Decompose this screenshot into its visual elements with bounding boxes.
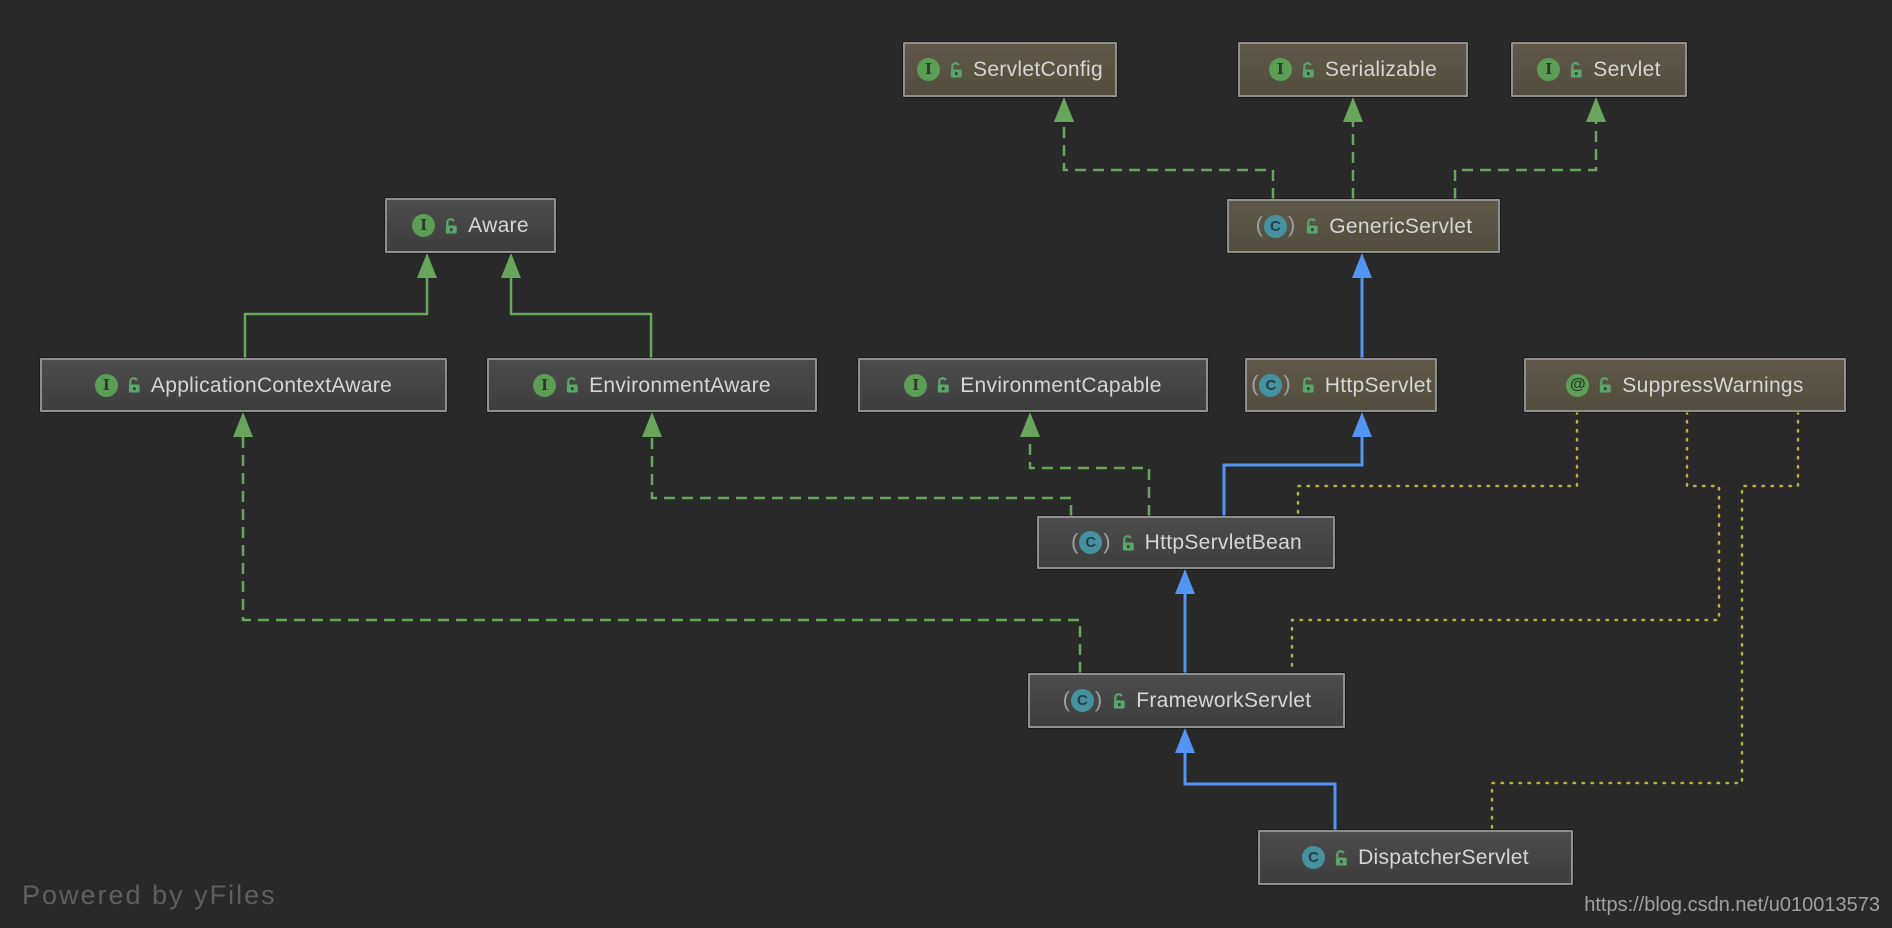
node-http-servlet-bean[interactable]: (C) HttpServletBean: [1037, 516, 1335, 569]
node-label: HttpServlet: [1324, 373, 1432, 397]
node-environment-capable[interactable]: I EnvironmentCapable: [858, 358, 1208, 412]
arrowhead: [1352, 253, 1372, 278]
lock-icon: [446, 217, 457, 233]
node-label: EnvironmentCapable: [960, 373, 1162, 397]
lock-icon: [128, 377, 140, 393]
abstract-class-icon: (C): [1255, 212, 1296, 238]
arrowhead: [1175, 569, 1195, 594]
lock-icon: [1302, 61, 1314, 77]
arrowhead: [642, 412, 662, 437]
node-label: ServletConfig: [973, 58, 1103, 81]
node-dispatcher-servlet[interactable]: C DispatcherServlet: [1258, 830, 1573, 885]
interface-icon: I: [917, 58, 941, 81]
edge-gs-implements-servlet: [1453, 122, 1598, 199]
node-aware[interactable]: I Aware: [385, 198, 556, 253]
lock-icon: [1307, 218, 1318, 234]
node-suppress-warnings[interactable]: @ SuppressWarnings: [1524, 358, 1846, 412]
arrowhead: [1343, 97, 1363, 122]
edge-hsb-implements-ea: [650, 437, 1073, 516]
arrowhead: [1175, 728, 1195, 753]
powered-by-yfiles-link[interactable]: Powered by yFiles: [22, 880, 277, 910]
class-icon: C: [1302, 846, 1326, 869]
interface-icon: I: [533, 373, 557, 397]
node-http-servlet[interactable]: (C) HttpServlet: [1245, 358, 1437, 412]
edge-sw-annotates-ds: [1490, 410, 1800, 832]
csdn-url-watermark: https://blog.csdn.net/u010013573: [1584, 894, 1880, 916]
edge-fs-implements-aca: [241, 437, 1082, 673]
edge-hsb-implements-ec: [1028, 437, 1151, 516]
node-label: SuppressWarnings: [1622, 373, 1804, 397]
interface-icon: I: [1268, 58, 1292, 81]
edge-ds-extends-fs: [1183, 753, 1337, 830]
lock-icon: [1571, 61, 1582, 77]
node-environment-aware[interactable]: I EnvironmentAware: [487, 358, 817, 412]
lock-icon: [1302, 377, 1314, 393]
node-label: Aware: [468, 214, 529, 237]
edge-hsb-extends-hs: [1222, 437, 1364, 516]
lock-icon: [1122, 534, 1134, 550]
abstract-class-icon: (C): [1251, 371, 1291, 397]
abstract-class-icon: (C): [1062, 686, 1103, 712]
node-generic-servlet[interactable]: (C) GenericServlet: [1227, 199, 1500, 253]
abstract-class-icon: (C): [1070, 528, 1111, 554]
node-label: DispatcherServlet: [1358, 846, 1529, 869]
node-label: FrameworkServlet: [1136, 689, 1312, 712]
arrowhead: [1586, 97, 1606, 122]
lock-icon: [566, 377, 578, 393]
lock-icon: [1114, 692, 1125, 708]
lock-icon: [950, 61, 962, 77]
lock-icon: [938, 377, 949, 393]
node-label: Serializable: [1324, 58, 1438, 81]
annotation-icon: @: [1566, 373, 1590, 397]
edge-sw-annotates-fs: [1290, 410, 1721, 675]
interface-icon: I: [1537, 58, 1561, 81]
node-label: ApplicationContextAware: [150, 373, 393, 397]
interface-icon: I: [94, 373, 118, 397]
arrowhead: [1020, 412, 1040, 437]
edge-ea-extends-aware: [509, 278, 653, 358]
arrowhead: [501, 253, 521, 278]
arrowhead: [1352, 412, 1372, 437]
arrowhead: [1054, 97, 1074, 122]
edge-sw-annotates-hsb: [1296, 410, 1579, 518]
node-label: GenericServlet: [1329, 214, 1473, 238]
node-label: EnvironmentAware: [589, 373, 771, 397]
interface-icon: I: [412, 214, 436, 237]
lock-icon: [1335, 849, 1347, 865]
node-serializable[interactable]: I Serializable: [1238, 42, 1468, 97]
arrowhead: [417, 253, 437, 278]
arrowhead: [233, 412, 253, 437]
edge-gs-implements-servletconfig: [1062, 122, 1275, 199]
node-label: Servlet: [1593, 58, 1661, 81]
node-application-context-aware[interactable]: I ApplicationContextAware: [40, 358, 447, 412]
edge-aca-extends-aware: [243, 278, 429, 358]
interface-icon: I: [904, 373, 928, 397]
node-label: HttpServletBean: [1144, 531, 1303, 554]
node-servlet-config[interactable]: I ServletConfig: [903, 42, 1117, 97]
node-servlet[interactable]: I Servlet: [1511, 42, 1687, 97]
node-framework-servlet[interactable]: (C) FrameworkServlet: [1028, 673, 1345, 728]
lock-icon: [1600, 377, 1611, 393]
